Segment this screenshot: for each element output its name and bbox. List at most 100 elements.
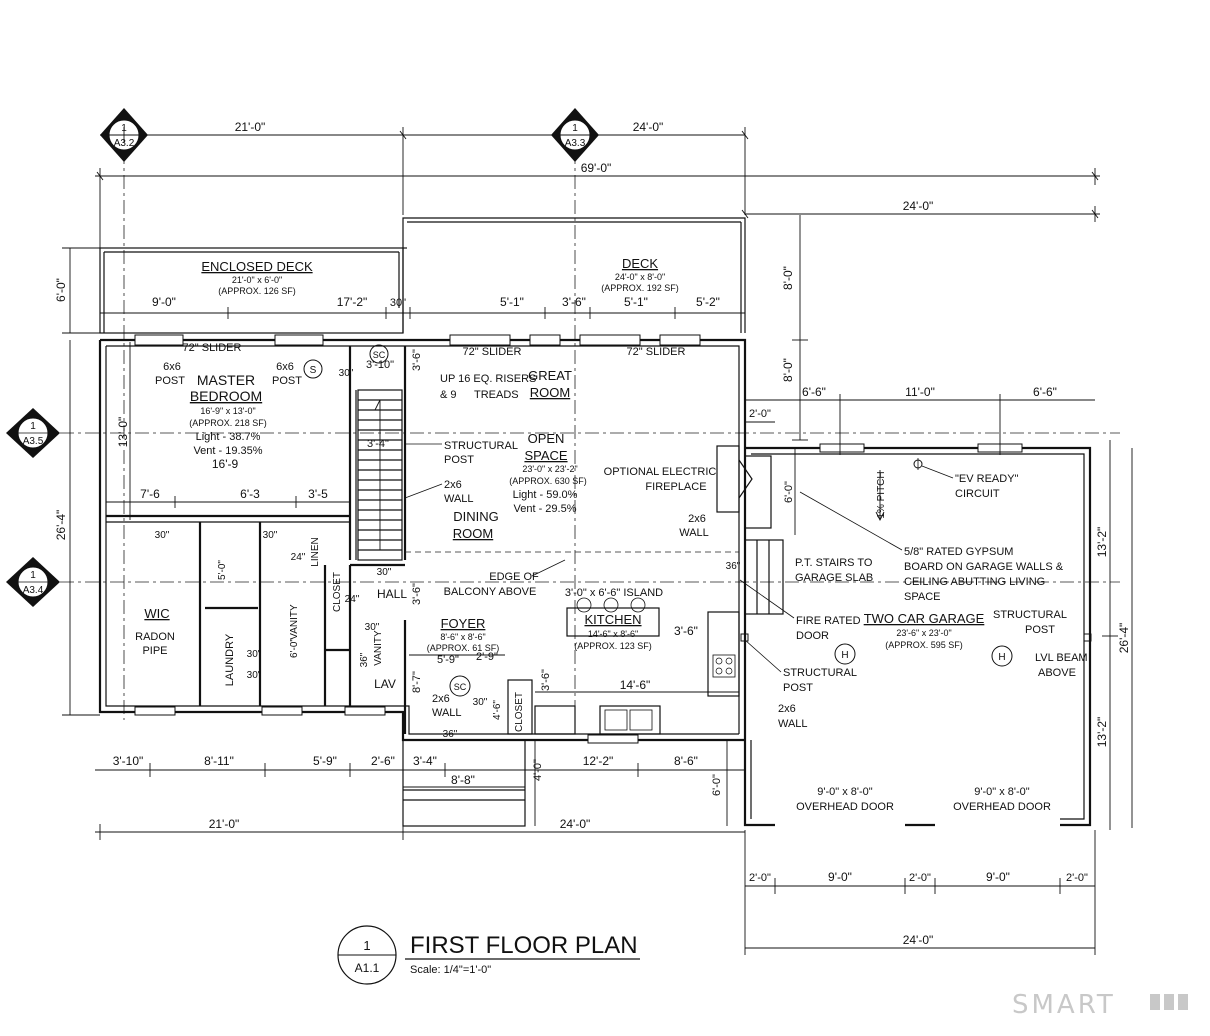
- wall-note-7: 2x6: [432, 693, 450, 705]
- open-space-vent: Vent - 29.5%: [514, 503, 577, 515]
- dim-69-overall: 69'-0": [581, 161, 612, 175]
- top-dimensions: 21'-0" 24'-0" 69'-0" 24'-0": [95, 120, 1100, 250]
- dim-deck-30: 30": [390, 297, 406, 309]
- radon-label-2: PIPE: [142, 645, 167, 657]
- dim-14-6: 14'-6": [620, 678, 651, 692]
- dim-g-6-6a: 6'-6": [802, 385, 826, 399]
- structural-post-k-1: STRUCTURAL: [783, 667, 857, 679]
- master-bedroom-label-2: BEDROOM: [190, 388, 262, 404]
- dim-g-13-2b: 13'-2": [1095, 717, 1109, 748]
- kitchen-area: (APPROX. 123 SF): [574, 641, 652, 651]
- lvl-beam-1: LVL BEAM: [1035, 652, 1088, 664]
- dim-g-11-0: 11'-0": [905, 385, 935, 399]
- ev-note-1: "EV READY": [955, 473, 1019, 485]
- structural-post-g-2: POST: [1025, 624, 1055, 636]
- enclosed-deck-size: 21'-0" x 6'-0": [232, 275, 282, 285]
- wall-note-8: WALL: [432, 707, 462, 719]
- lvl-beam-2: ABOVE: [1038, 667, 1076, 679]
- open-space-size: 23'-0" x 23'-2": [522, 464, 577, 474]
- dim-3-6-d: 3'-6": [674, 624, 698, 638]
- dim-30-d: 30": [377, 567, 392, 578]
- deck-dimensions: 9'-0" 17'-2" 30" 5'-1" 3'-6" 5'-1" 5'-2": [100, 295, 745, 319]
- dim-deck-17-2: 17'-2": [337, 295, 368, 309]
- overhead-door-size-1: 9'-0" x 8'-0": [817, 786, 873, 798]
- dim-b-6-0: 6'-0": [711, 774, 723, 796]
- gypsum-note-1: 5/8" RATED GYPSUM: [904, 546, 1013, 558]
- dim-b-3-10: 3'-10": [113, 754, 144, 768]
- slider-label-3: 72" SLIDER: [627, 346, 686, 358]
- dim-b-21-0: 21'-0": [209, 817, 240, 831]
- structural-post-g-1: STRUCTURAL: [993, 609, 1067, 621]
- dim-g-2-0: 2'-0": [749, 408, 771, 420]
- dim-gb-24-0: 24'-0": [903, 933, 934, 947]
- garage-dimensions: 8'-0" 8'-0" 6'-6" 11'-0" 6'-6" 2'-0" 6'-…: [744, 215, 1133, 955]
- closet-label-2: CLOSET: [514, 692, 525, 732]
- dim-36-a: 36": [359, 652, 370, 667]
- dim-7-6: 7'-6: [140, 487, 160, 501]
- wall-note-4: WALL: [679, 527, 709, 539]
- room-labels: 72" SLIDER 72" SLIDER 72" SLIDER 6x6 POS…: [135, 342, 985, 691]
- fireplace-note-1: OPTIONAL ELECTRIC: [604, 466, 717, 478]
- structural-post-note-2: POST: [444, 454, 474, 466]
- gypsum-note-2: BOARD ON GARAGE WALLS &: [904, 561, 1064, 573]
- marker-sheet: A3.2: [114, 138, 135, 149]
- watermark-text: SMART: [1012, 990, 1116, 1020]
- dim-30-h: 30": [473, 697, 488, 708]
- dim-24-top: 24'-0": [633, 120, 664, 134]
- dim-b-8-8: 8'-8": [451, 773, 475, 787]
- pt-stairs-note-2: GARAGE SLAB: [795, 572, 873, 584]
- dim-30-b: 30": [155, 530, 170, 541]
- marker-sheet: A3.4: [23, 585, 44, 596]
- dim-gb-9-0b: 9'-0": [986, 870, 1010, 884]
- stairs-note-2: & 9: [440, 389, 457, 401]
- sc-label-2: SC: [454, 682, 467, 692]
- deck-label: DECK: [622, 256, 658, 271]
- post-6x6-left: 6x6: [163, 361, 181, 373]
- open-space-label-2: SPACE: [524, 448, 567, 463]
- lav-label: LAV: [374, 677, 396, 691]
- dim-right-8-0a: 8'-0": [781, 266, 795, 290]
- house-walls: [98, 334, 753, 827]
- wall-note-6: WALL: [778, 718, 808, 730]
- dim-3-5: 3'-5: [308, 487, 328, 501]
- title-number: 1: [363, 938, 370, 953]
- enclosed-deck-label: ENCLOSED DECK: [201, 259, 313, 274]
- hall-label: HALL: [377, 587, 407, 601]
- dim-24-b: 24": [345, 594, 360, 605]
- wic-label: WIC: [144, 606, 169, 621]
- dim-gb-2-0c: 2'-0": [1066, 872, 1088, 884]
- wall-note-3: 2x6: [688, 513, 706, 525]
- dim-g-26-4: 26'-4": [1117, 623, 1131, 654]
- foyer-label: FOYER: [441, 616, 486, 631]
- h-symbol-2: H: [998, 652, 1005, 663]
- dim-b-24-0: 24'-0": [560, 817, 591, 831]
- dim-30-c: 30": [263, 530, 278, 541]
- dim-6-3: 6'-3: [240, 487, 260, 501]
- kitchen-size: 14'-6" x 8'-6": [588, 629, 638, 639]
- smoke-detector-label: S: [310, 365, 317, 376]
- marker-number: 1: [572, 123, 578, 134]
- dim-g-6-6b: 6'-6": [1033, 385, 1057, 399]
- wall-note-5: 2x6: [778, 703, 796, 715]
- kitchen-label: KITCHEN: [584, 612, 641, 627]
- deck: DECK 24'-0" x 8'-0" (APPROX. 192 SF): [402, 217, 746, 333]
- master-bedroom-vent: Vent - 19.35%: [193, 445, 262, 457]
- open-space-light: Light - 59.0%: [513, 489, 578, 501]
- dim-left-26-4: 26'-4": [54, 510, 68, 541]
- dim-left-6-0: 6'-0": [54, 278, 68, 302]
- dim-36-c: 36": [443, 729, 458, 740]
- dim-left-13-0: 13'-0": [116, 417, 130, 448]
- dim-4-6: 4'-6": [492, 700, 503, 720]
- dim-gb-2-0b: 2'-0": [909, 872, 931, 884]
- overhead-door-size-2: 9'-0" x 8'-0": [974, 786, 1030, 798]
- bottom-dimensions: 3'-10" 8'-11" 5'-9" 2'-6" 3'-4" 12'-2" 8…: [95, 740, 745, 840]
- balcony-note-1: EDGE OF: [489, 571, 539, 583]
- vanity-label-2: VANITY: [373, 630, 384, 666]
- structural-post-k-2: POST: [783, 682, 813, 694]
- dim-36-b: 36": [726, 561, 741, 572]
- dim-8-7: 8'-7": [411, 671, 423, 693]
- dim-deck-5-1b: 5'-1": [624, 295, 648, 309]
- stairs: [357, 389, 403, 561]
- pt-stairs-note-1: P.T. STAIRS TO: [795, 557, 873, 569]
